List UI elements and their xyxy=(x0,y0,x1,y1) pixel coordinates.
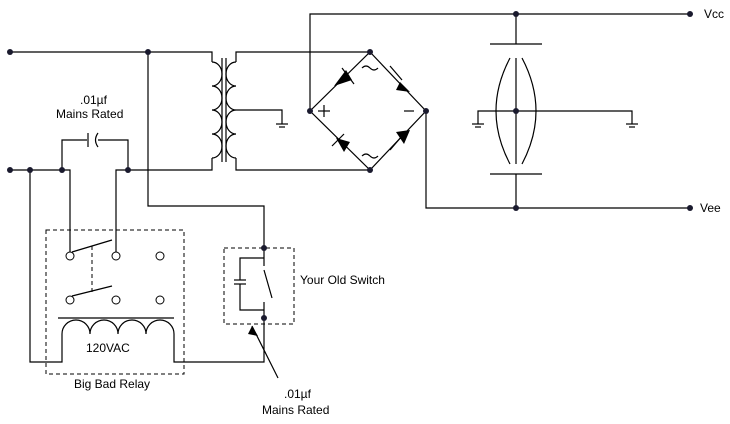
vcc-label: Vcc xyxy=(704,7,724,21)
bottom-cap-value-label: .01µf xyxy=(284,387,312,401)
bridge-rectifier xyxy=(309,51,427,171)
relay xyxy=(45,229,185,375)
mains-wiring xyxy=(10,51,265,363)
bottom-cap-rating-label: Mains Rated xyxy=(262,403,329,417)
switch-assembly xyxy=(223,247,295,379)
switch-label: Your Old Switch xyxy=(300,273,385,287)
top-cap-value-label: .01µf xyxy=(80,93,108,107)
capacitor-top xyxy=(87,132,99,148)
coil-label: 120VAC xyxy=(86,341,130,355)
vee-label: Vee xyxy=(700,201,721,215)
junctions xyxy=(7,11,693,321)
dc-output xyxy=(309,13,690,209)
transformer xyxy=(211,51,370,171)
relay-label: Big Bad Relay xyxy=(74,377,150,391)
top-cap-rating-label: Mains Rated xyxy=(56,107,123,121)
